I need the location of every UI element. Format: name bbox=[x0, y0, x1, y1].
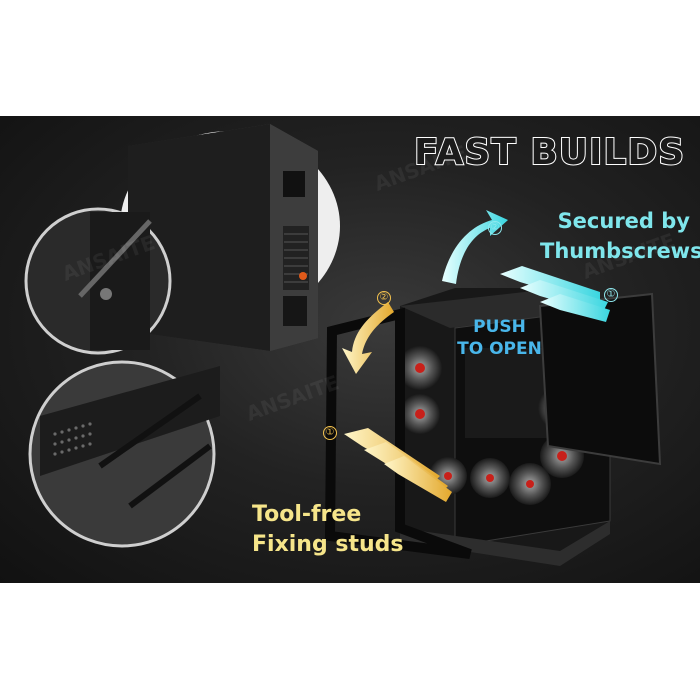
studs-detail-circle bbox=[28, 360, 220, 548]
secured-by-thumbscrews-label: Secured by Thumbscrews bbox=[540, 206, 700, 266]
cyan-slide-arrows bbox=[500, 266, 610, 322]
dark-banner: ANSAITE ANSAITE ANSAITE ANSAITE bbox=[0, 116, 700, 583]
secured-line-1: Secured by bbox=[557, 209, 690, 233]
thumbscrew-orange bbox=[299, 272, 307, 280]
gold-swing-arrow bbox=[342, 302, 394, 374]
push-to-open-label: PUSH TO OPEN bbox=[452, 316, 547, 360]
screw-detail-circle bbox=[24, 207, 172, 355]
step-badge-cyan-2: ② bbox=[488, 221, 502, 235]
case-rear-view bbox=[128, 124, 318, 351]
tool-free-fixing-studs-label: Tool-free Fixing studs bbox=[252, 500, 404, 560]
toolfree-line-2: Fixing studs bbox=[252, 532, 404, 557]
glass-panel-frame bbox=[324, 307, 472, 559]
step-badge-cyan-1: ① bbox=[604, 288, 618, 302]
toolfree-line-1: Tool-free bbox=[252, 502, 362, 527]
secured-line-2: Thumbscrews bbox=[540, 239, 700, 263]
step-badge-gold-1: ① bbox=[323, 426, 337, 440]
step-badge-gold-2: ② bbox=[377, 291, 391, 305]
push-line-2: TO OPEN bbox=[457, 339, 542, 359]
product-scene bbox=[24, 124, 662, 566]
gold-slide-arrows bbox=[344, 428, 452, 502]
headline-fast-builds: FAST BUILDS bbox=[413, 131, 686, 174]
push-line-1: PUSH bbox=[473, 317, 526, 337]
